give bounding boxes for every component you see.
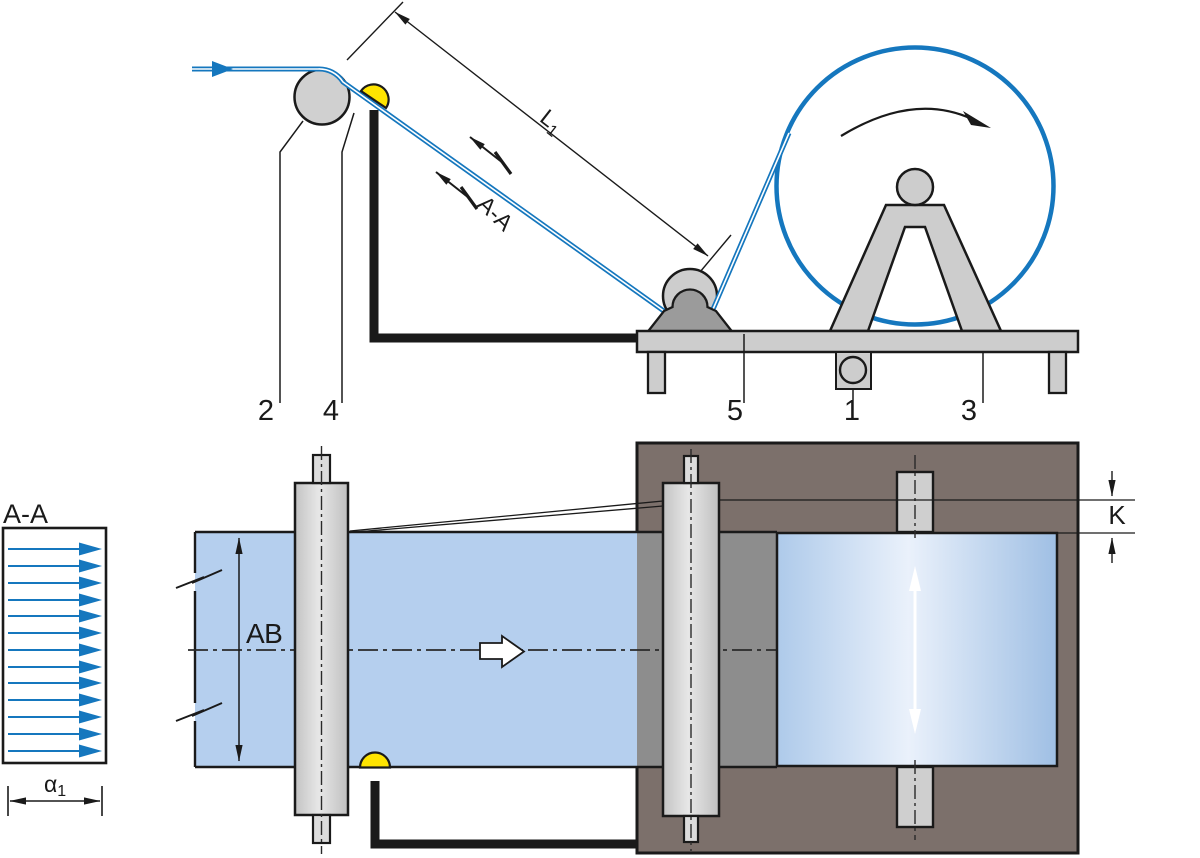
drum-shaft <box>895 167 935 207</box>
edge-sensor-plan <box>358 751 392 769</box>
leader-part-2 <box>279 120 304 403</box>
section-label-top: A-A <box>473 191 519 237</box>
rotation-arrowhead-icon <box>963 111 991 128</box>
part-label-5: 5 <box>727 395 743 427</box>
part-label-3: 3 <box>961 395 977 427</box>
section-a-a-view: A-A α1 <box>1 499 108 816</box>
part-label-2: 2 <box>258 395 274 427</box>
leader-part-4 <box>341 112 355 403</box>
traverse-arrowhead-down-icon <box>909 709 921 734</box>
sensor-bracket <box>369 110 637 343</box>
drive-motor-shaft <box>838 355 868 385</box>
web-direction-arrow-icon <box>212 61 233 77</box>
machine-base <box>635 329 1080 354</box>
plan-view: AB K <box>175 441 1135 855</box>
rotation-arrow-icon <box>840 107 973 137</box>
dim-l1-line <box>394 11 709 257</box>
dim-k-label: K <box>1108 500 1126 530</box>
k-leader-lower <box>349 505 664 534</box>
break-mark-upper <box>175 569 223 589</box>
travel-direction-arrow-icon <box>479 634 526 669</box>
section-label-bottom: A-A <box>3 499 48 529</box>
part-label-4: 4 <box>323 395 339 427</box>
dim-l1-label: L1 <box>533 104 569 141</box>
dim-alpha-label: α1 <box>44 771 66 800</box>
part-label-1: 1 <box>844 395 860 427</box>
base-foot-left <box>646 350 667 395</box>
dim-ab-label: AB <box>246 618 282 649</box>
section-view-arrow-upper <box>469 136 504 164</box>
dim-l1-extension-a <box>346 1 404 61</box>
roller-mount <box>643 288 737 336</box>
break-mark-lower <box>175 702 223 722</box>
traverse-arrowhead-up-icon <box>909 566 921 591</box>
wound-roll-plan <box>775 531 1059 768</box>
sensor-bracket-plan <box>370 781 636 849</box>
dim-l1-extension-b <box>699 234 732 273</box>
side-elevation-view: L1 A-A 2 4 5 1 3 <box>192 1 1080 427</box>
section-view-arrow-lower <box>435 171 470 199</box>
base-foot-right <box>1047 350 1068 395</box>
edge-sensor-4 <box>359 83 390 110</box>
k-leader-upper <box>349 500 664 532</box>
